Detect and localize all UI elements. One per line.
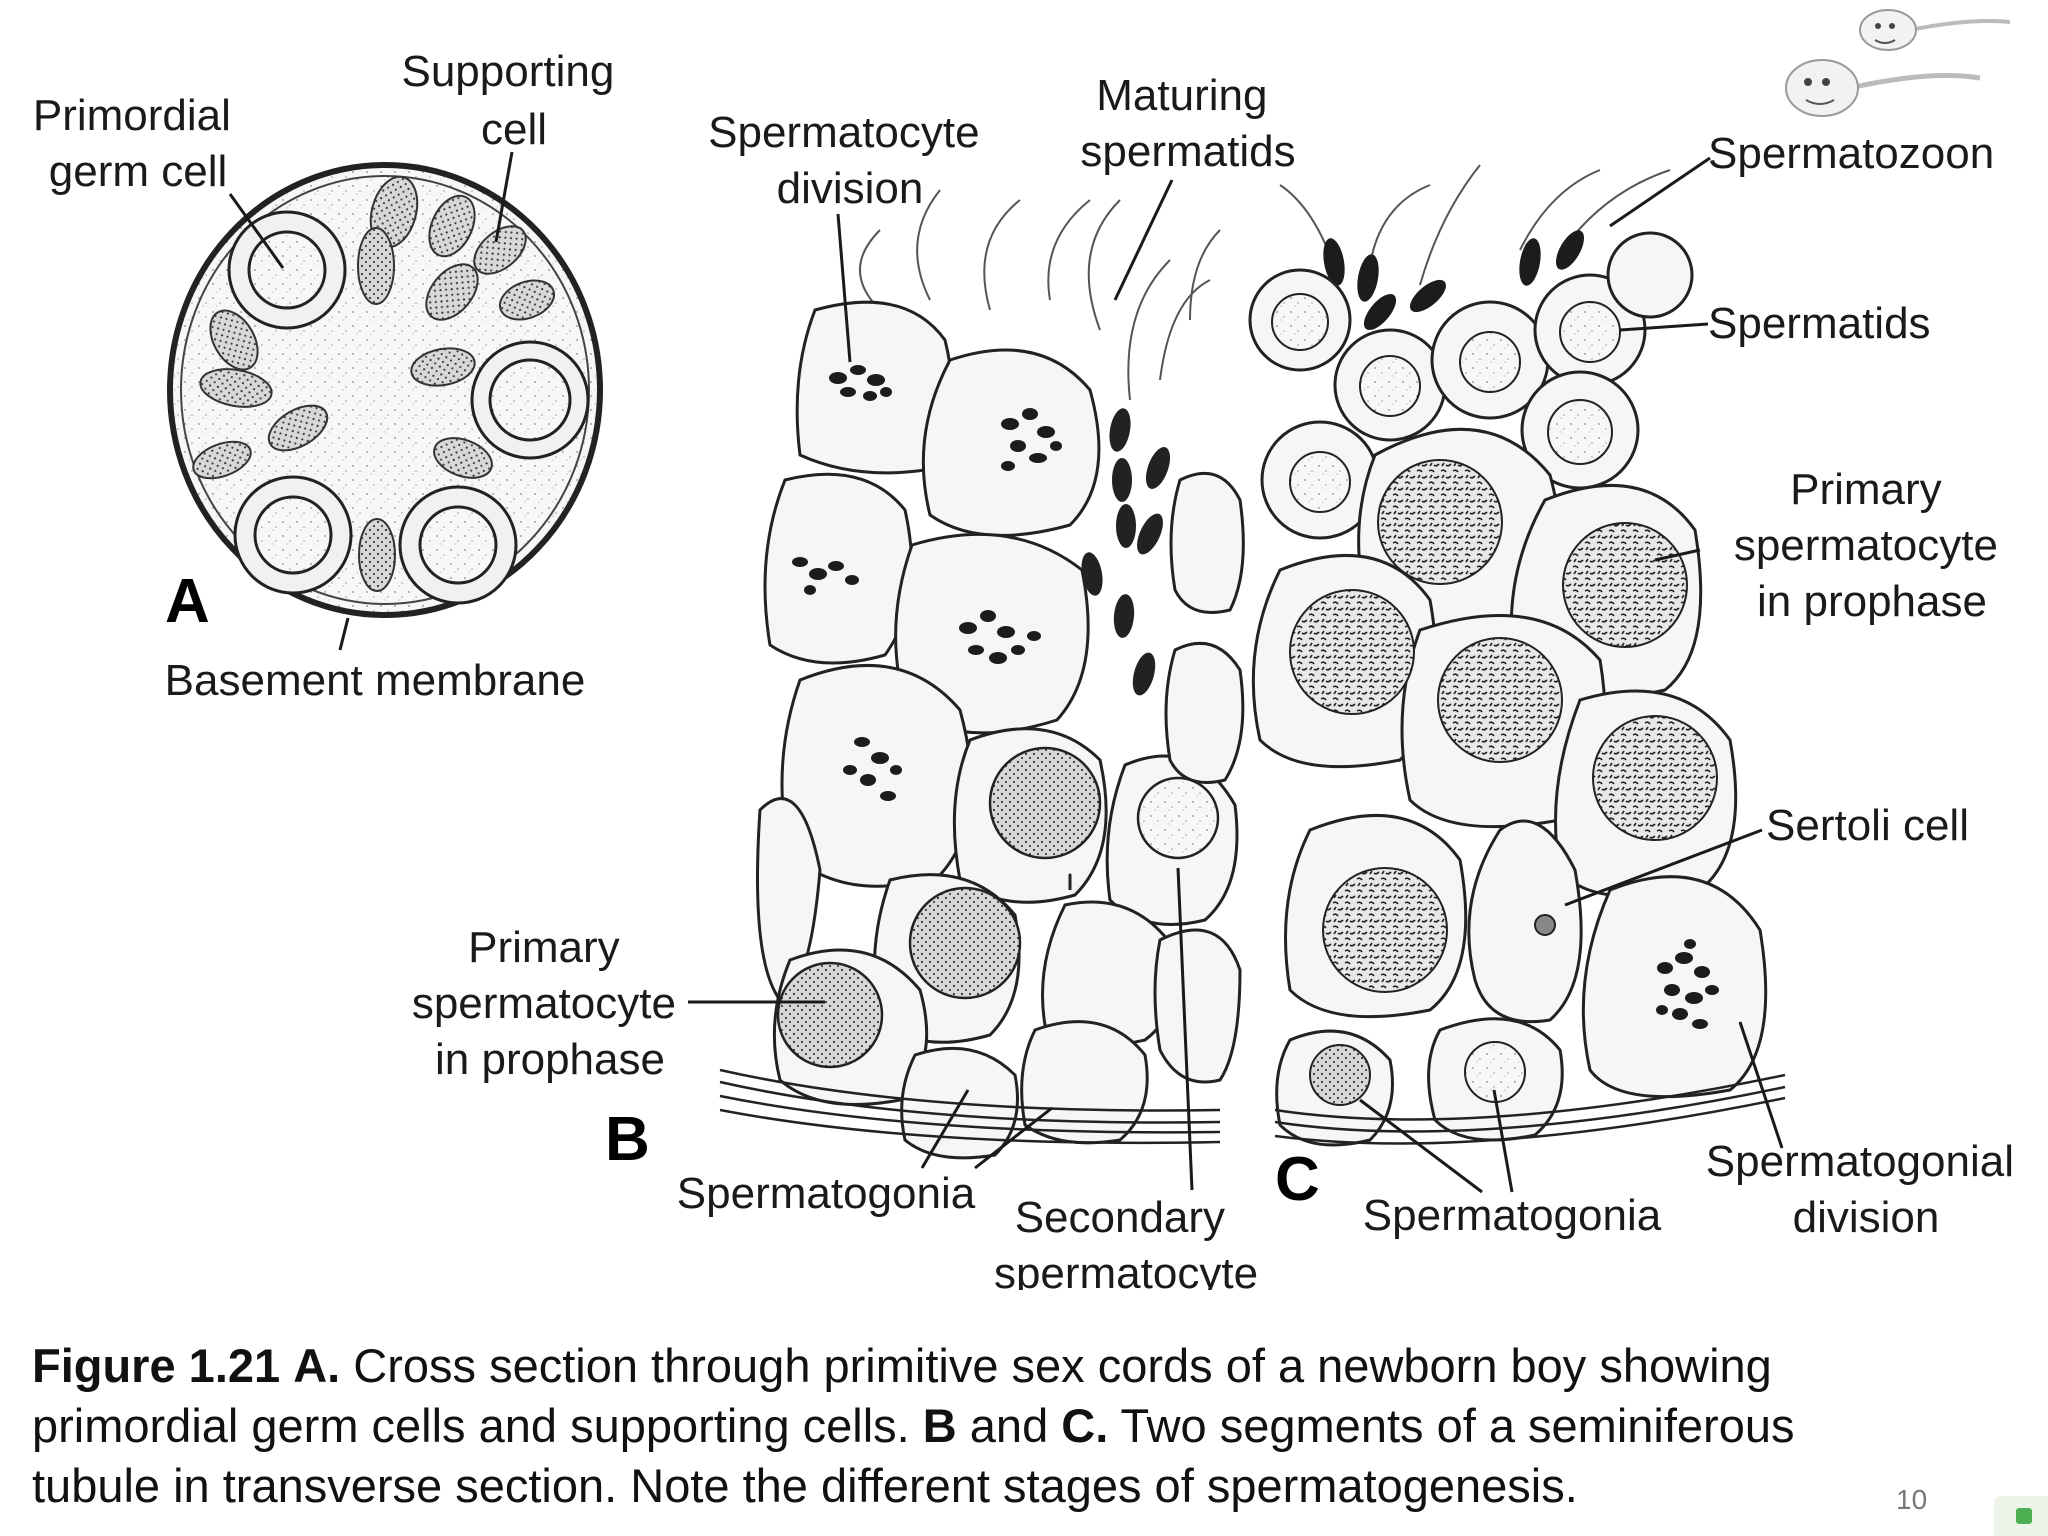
spermatogenesis-diagram: A B C Primordial germ cell Supporting ce…	[33, 9, 2026, 1290]
caption-panel-c: C.	[1061, 1399, 1109, 1452]
panel-letter-c: C	[1275, 1145, 1320, 1214]
label-maturing-spermatids: Maturing spermatids	[1080, 71, 1295, 176]
label-spermatozoon: Spermatozoon	[1708, 129, 1994, 178]
maturing-spermatids-heads	[1081, 408, 1171, 696]
spermatozoon-heads-c	[1323, 230, 1584, 331]
primordial-germ-cells	[227, 210, 590, 605]
label-sertoli-cell: Sertoli cell	[1766, 801, 1969, 850]
caption-a-text: Cross section through primitive sex cord…	[32, 1339, 1772, 1452]
presentation-widget-icon[interactable]	[1994, 1496, 2048, 1536]
caption-panel-b: B	[922, 1399, 957, 1452]
caption-and: and	[969, 1399, 1049, 1452]
panel-letter-a: A	[165, 567, 210, 636]
leader-lines	[228, 151, 1784, 1194]
supporting-cell-nuclei	[192, 175, 556, 592]
label-secondary-spermatocyte: Secondary spermatocyte	[994, 1193, 1258, 1290]
figure-caption: Figure 1.21 A. Cross section through pri…	[32, 1336, 1932, 1516]
label-spermatogonia-c: Spermatogonia	[1363, 1191, 1662, 1240]
panel-c-illustration	[1248, 164, 1786, 1147]
label-supporting-cell: Supporting cell	[401, 47, 626, 154]
panel-letter-b: B	[605, 1105, 650, 1174]
panel-a-illustration	[167, 162, 603, 618]
label-primordial-germ-cell: Primordial germ cell	[33, 91, 243, 196]
caption-bc-text: Two segments of a seminiferous tubule in…	[32, 1399, 1795, 1512]
caption-panel-a: A.	[293, 1339, 341, 1392]
caption-figure-number: Figure 1.21	[32, 1339, 281, 1392]
nuclei-c	[1271, 293, 1718, 1106]
label-primary-spermatocyte-c: Primary spermatocyte in prophase	[1734, 465, 2010, 626]
label-primary-spermatocyte-b: Primary spermatocyte in prophase	[412, 923, 688, 1084]
sperm-cartoon-icon	[1785, 9, 2011, 117]
label-spermatocyte-division: Spermatocyte division	[708, 108, 992, 213]
primary-spermatocytes-b	[776, 746, 1220, 1069]
label-basement-membrane: Basement membrane	[165, 656, 586, 705]
chromosome-cluster-c	[1656, 939, 1719, 1029]
slide-page-number: 10	[1896, 1484, 1928, 1515]
label-spermatogonial-division: Spermatogonial division	[1706, 1137, 2026, 1242]
label-spermatogonia-b: Spermatogonia	[677, 1169, 976, 1218]
panel-b-illustration	[719, 189, 1245, 1160]
widget-glyph	[2016, 1508, 2032, 1524]
label-spermatids: Spermatids	[1708, 299, 1931, 348]
basement-membrane-b	[719, 1068, 1221, 1145]
chromosome-clusters-b	[792, 365, 1062, 801]
